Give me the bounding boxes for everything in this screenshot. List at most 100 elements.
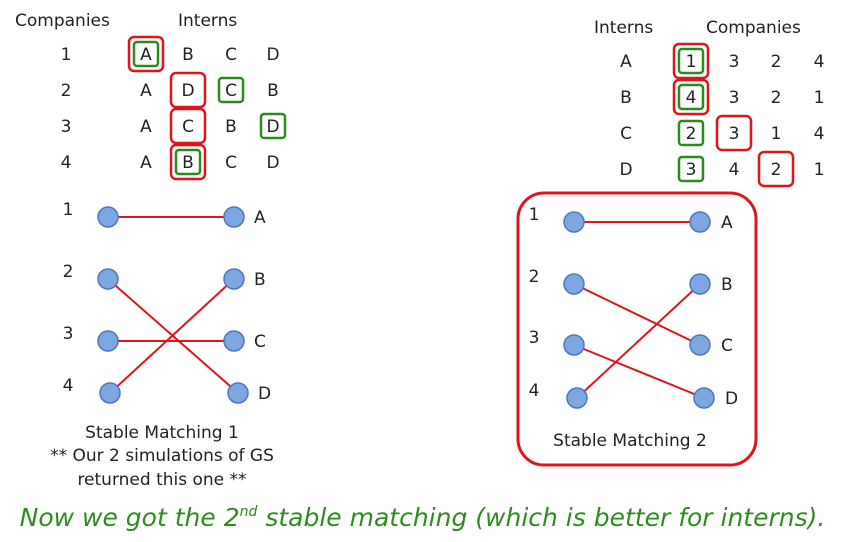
matching-1-note-line-1: ** Our 2 simulations of GS: [50, 446, 274, 466]
matching-2-right-node-label: C: [721, 336, 733, 356]
matching-2-label: Stable Matching 2: [553, 431, 707, 451]
left-table-pref-cell: B: [182, 153, 194, 173]
right-table-pref-cell: 3: [686, 160, 697, 180]
matching-1-right-node: [223, 206, 245, 228]
matching-2-left-node: [563, 211, 585, 233]
matching-1-nodes: 1 2 3 4 A B C D: [63, 200, 272, 404]
matching-1-right-node: [223, 330, 245, 352]
matching-2-right-node-label: B: [721, 275, 733, 295]
right-table-green-box: [677, 47, 705, 75]
right-table-pref-cell: 1: [814, 160, 825, 180]
right-table-red-box: [715, 114, 753, 152]
right-table-green-box: [677, 155, 705, 183]
matching-2-right-node-label: D: [725, 389, 738, 409]
matching-1-edge: [109, 278, 235, 394]
right-table-pref-cell: 1: [686, 52, 697, 72]
matching-1-left-node-label: 2: [63, 262, 74, 282]
left-table-pref-cell: A: [140, 45, 152, 65]
stable-matching-2-graph: 1 2 3 4 A B C D Stable Matching 2: [516, 191, 758, 467]
matching-2-highlight-frame: [516, 191, 758, 467]
right-table-green-box: [677, 119, 705, 147]
left-table-pref-cell: A: [140, 117, 152, 137]
matching-1-right-node-label: A: [254, 208, 266, 228]
left-table-green-box: [132, 40, 160, 68]
left-table-green-box: [259, 112, 287, 140]
left-table-row-key: 3: [61, 117, 72, 137]
matching-1-left-node: [97, 330, 119, 352]
left-table-green-box: [174, 148, 202, 176]
matching-1-left-node: [97, 268, 119, 290]
left-table-red-box: [127, 35, 165, 73]
left-table-red-box: [169, 107, 207, 145]
left-table-row-key: 2: [61, 81, 72, 101]
caption-text-end: stable matching (which is better for int…: [257, 503, 826, 532]
matching-1-left-node-label: 1: [63, 200, 74, 220]
matching-1-left-node-label: 3: [63, 324, 74, 344]
right-table-pref-cell: 1: [814, 88, 825, 108]
right-table-red-box: [757, 150, 795, 188]
right-table-row-header: Interns: [594, 18, 653, 38]
matching-1-note-line-2: returned this one **: [77, 470, 246, 490]
matching-1-right-node: [227, 382, 249, 404]
right-table-red-box: [672, 78, 710, 116]
right-table-pref-cell: 3: [729, 52, 740, 72]
matching-2-left-node: [563, 273, 585, 295]
matching-2-left-node-label: 4: [529, 381, 540, 401]
matching-1-right-node-label: C: [254, 332, 266, 352]
left-table-pref-cell: C: [225, 81, 237, 101]
left-table-pref-cell: D: [266, 45, 279, 65]
right-table-red-box: [672, 42, 710, 80]
matching-1-left-node: [97, 206, 119, 228]
matching-1-left-node-label: 4: [63, 376, 74, 396]
left-table-row-header: Companies: [15, 11, 110, 31]
matching-2-right-node: [693, 387, 715, 409]
right-table-pref-cell: 4: [814, 124, 825, 144]
left-table-pref-cell: C: [182, 117, 194, 137]
right-table-pref-cell: 4: [814, 52, 825, 72]
right-table-pref-cell: 2: [771, 88, 782, 108]
left-table-pref-cell: D: [266, 117, 279, 137]
right-table-pref-cell: 2: [771, 52, 782, 72]
right-table-pref-cell: 4: [729, 160, 740, 180]
left-table-pref-cell: B: [225, 117, 237, 137]
matching-2-right-node: [689, 334, 711, 356]
matching-2-left-node-label: 1: [529, 205, 540, 225]
matching-1-right-node: [223, 268, 245, 290]
right-table-row-key: A: [620, 52, 632, 72]
right-table-col-header: Companies: [706, 18, 801, 38]
matching-2-edges: [573, 221, 705, 399]
caption-text-start: Now we got the 2: [19, 503, 240, 532]
right-table-row-key: B: [620, 88, 632, 108]
right-table-pref-cell: 3: [729, 88, 740, 108]
left-table-pref-cell: A: [140, 153, 152, 173]
right-table-pref-cell: 1: [771, 124, 782, 144]
matching-2-right-node-label: A: [721, 213, 733, 233]
matching-2-edge: [573, 283, 701, 346]
right-table-pref-cell: 4: [686, 88, 697, 108]
matching-2-left-node-label: 2: [529, 267, 540, 287]
matching-2-left-node: [566, 387, 588, 409]
left-table-pref-cell: C: [225, 45, 237, 65]
matching-1-label: Stable Matching 1: [85, 423, 239, 443]
left-table-red-box: [169, 143, 207, 181]
right-table-green-box: [677, 83, 705, 111]
right-table-row-key: D: [619, 160, 632, 180]
right-table-pref-cell: 2: [771, 160, 782, 180]
matching-2-edge: [573, 344, 705, 399]
matching-2-left-node: [563, 334, 585, 356]
matching-2-left-node-label: 3: [529, 328, 540, 348]
left-table-row-key: 1: [61, 45, 72, 65]
matching-2-edge: [576, 283, 701, 399]
conclusion-caption: Now we got the 2nd stable matching (whic…: [0, 503, 845, 532]
left-table-pref-cell: C: [225, 153, 237, 173]
left-table-pref-cell: D: [266, 153, 279, 173]
left-table-pref-cell: A: [140, 81, 152, 101]
matching-1-right-node-label: D: [258, 384, 271, 404]
left-table-row-key: 4: [61, 153, 72, 173]
left-table-pref-cell: B: [182, 45, 194, 65]
right-table-row-key: C: [620, 124, 632, 144]
matching-1-right-node-label: B: [254, 270, 266, 290]
